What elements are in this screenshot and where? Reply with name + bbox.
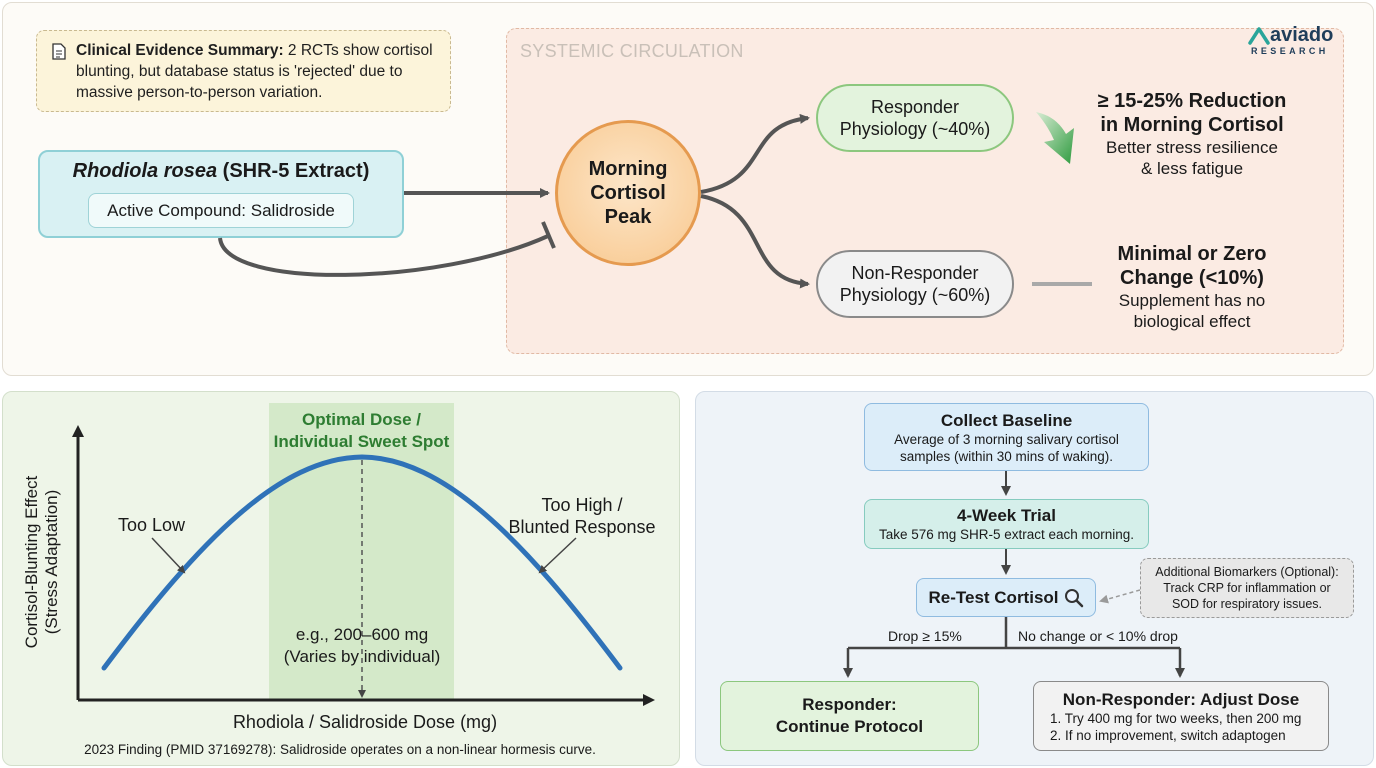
too-high-line1: Too High / <box>541 495 623 515</box>
cortisol-to-nonresponder-arrow <box>700 194 810 289</box>
too-high-pointer <box>538 537 577 574</box>
rhodiola-inhibits-cortisol-line <box>218 234 549 277</box>
too-high-line2: Blunted Response <box>508 517 656 537</box>
eg-line1: e.g., 200–600 mg <box>295 625 429 644</box>
biomarkers-line1: Additional Biomarkers (Optional): <box>1155 565 1339 579</box>
no-change-label: No change or < 10% drop <box>1018 628 1178 644</box>
responder-physiology-pill: Responder Physiology (~40%) <box>816 84 1014 152</box>
trial-text: Take 576 mg SHR-5 extract each morning. <box>878 526 1135 542</box>
baseline-line2: samples (within 30 mins of waking). <box>899 448 1114 464</box>
retest-split-connector <box>848 617 1180 650</box>
cortisol-line1: Morning <box>588 158 668 180</box>
nonresp-title: Non-Responder: Adjust Dose <box>1062 690 1300 709</box>
trial-title: 4-Week Trial <box>957 505 1056 525</box>
responder-result-line1: ≥ 15-25% Reduction <box>1097 90 1287 112</box>
eg-line2: (Varies by individual) <box>283 647 441 666</box>
nonresponder-dash <box>1032 282 1092 286</box>
hormesis-curve <box>101 454 623 671</box>
active-compound-pill: Active Compound: Salidroside <box>88 193 354 228</box>
rhodiola-name-rest: (SHR-5 Extract) <box>217 160 370 182</box>
magnifier-icon <box>1064 588 1083 607</box>
responder-continue-box: Responder: Continue Protocol <box>720 681 979 751</box>
document-icon <box>52 43 66 60</box>
finding-caption: 2023 Finding (PMID 37169278): Salidrosid… <box>84 742 596 757</box>
biomarkers-line3: SOD for respiratory issues. <box>1171 597 1323 611</box>
retest-label: Re-Test Cortisol <box>928 587 1059 607</box>
too-low-label: Too Low <box>118 515 186 535</box>
retest-cortisol-box: Re-Test Cortisol <box>916 578 1096 617</box>
biomarkers-line2: Track CRP for inflammation or <box>1163 581 1331 595</box>
responder-desc-line1: Better stress resilience <box>1106 138 1278 157</box>
systemic-circulation-label: SYSTEMIC CIRCULATION <box>520 41 744 61</box>
cortisol-line3: Peak <box>604 206 652 228</box>
nonresponder-result-line1: Minimal or Zero <box>1117 243 1267 265</box>
cortisol-to-responder-arrow <box>700 113 810 194</box>
clinical-evidence-box <box>36 30 451 112</box>
responder-continue-line1: Responder: <box>802 695 897 714</box>
four-week-trial-box: 4-Week Trial Take 576 mg SHR-5 extract e… <box>864 499 1149 549</box>
biomarkers-dashed-arrow <box>1099 589 1141 604</box>
optimal-line2: Individual Sweet Spot <box>273 432 450 451</box>
nonresponder-result: Minimal or Zero Change (<10%) Supplement… <box>1080 242 1304 332</box>
responder-result-line2: in Morning Cortisol <box>1100 114 1284 136</box>
baseline-title: Collect Baseline <box>940 410 1073 430</box>
rhodiola-name-italic: Rhodiola rosea <box>72 160 218 182</box>
responder-line1: Responder <box>870 97 960 117</box>
too-high-label: Too High / Blunted Response <box>500 494 664 538</box>
optimal-dose-label: Optimal Dose / Individual Sweet Spot <box>254 409 469 453</box>
nonresp-step1: 1. Try 400 mg for two weeks, then 200 mg <box>1050 711 1302 726</box>
clinical-evidence-title: Clinical Evidence Summary: <box>76 42 284 59</box>
responder-line2: Physiology (~40%) <box>839 119 991 139</box>
down-arrow-icon <box>1036 112 1074 164</box>
morning-cortisol-peak: Morning Cortisol Peak <box>555 120 701 266</box>
collect-baseline-box: Collect Baseline Average of 3 morning sa… <box>864 403 1149 471</box>
nonresponder-adjust-box: Non-Responder: Adjust Dose 1. Try 400 mg… <box>1033 681 1329 751</box>
clinical-evidence-body: 2 RCTs show cortisol blunting, but datab… <box>76 42 433 101</box>
aviado-logo-icon <box>1248 27 1270 45</box>
responder-continue-line2: Continue Protocol <box>775 717 924 736</box>
too-low-pointer <box>151 537 186 574</box>
x-axis-label: Rhodiola / Salidroside Dose (mg) <box>232 712 498 732</box>
inhibit-bar <box>541 221 556 249</box>
nonresponder-result-line2: Change (<10%) <box>1120 267 1264 289</box>
clinical-evidence-text: Clinical Evidence Summary: 2 RCTs show c… <box>76 40 444 103</box>
nonresponder-desc-line2: biological effect <box>1133 312 1251 331</box>
rhodiola-title: Rhodiola rosea (SHR-5 Extract) <box>38 160 404 183</box>
nonresp-step2: 2. If no improvement, switch adaptogen <box>1050 728 1286 743</box>
nonresponder-physiology-pill: Non-Responder Physiology (~60%) <box>816 250 1014 318</box>
optimal-line1: Optimal Dose / <box>301 410 422 429</box>
drop-label: Drop ≥ 15% <box>888 628 962 644</box>
additional-biomarkers-box: Additional Biomarkers (Optional): Track … <box>1140 558 1354 618</box>
nonresponder-line1: Non-Responder <box>851 263 979 283</box>
brand-logo: aviado RESEARCH <box>1248 24 1348 60</box>
cortisol-line2: Cortisol <box>590 182 666 204</box>
nonresponder-line2: Physiology (~60%) <box>839 285 991 305</box>
baseline-line1: Average of 3 morning salivary cortisol <box>894 431 1119 447</box>
logo-subtitle: RESEARCH <box>1251 46 1329 56</box>
responder-desc-line2: & less fatigue <box>1140 159 1244 178</box>
example-dose-label: e.g., 200–600 mg (Varies by individual) <box>262 624 462 668</box>
nonresponder-desc-line1: Supplement has no <box>1118 291 1266 310</box>
logo-name: aviado <box>1270 24 1334 46</box>
responder-result: ≥ 15-25% Reduction in Morning Cortisol B… <box>1080 89 1304 179</box>
